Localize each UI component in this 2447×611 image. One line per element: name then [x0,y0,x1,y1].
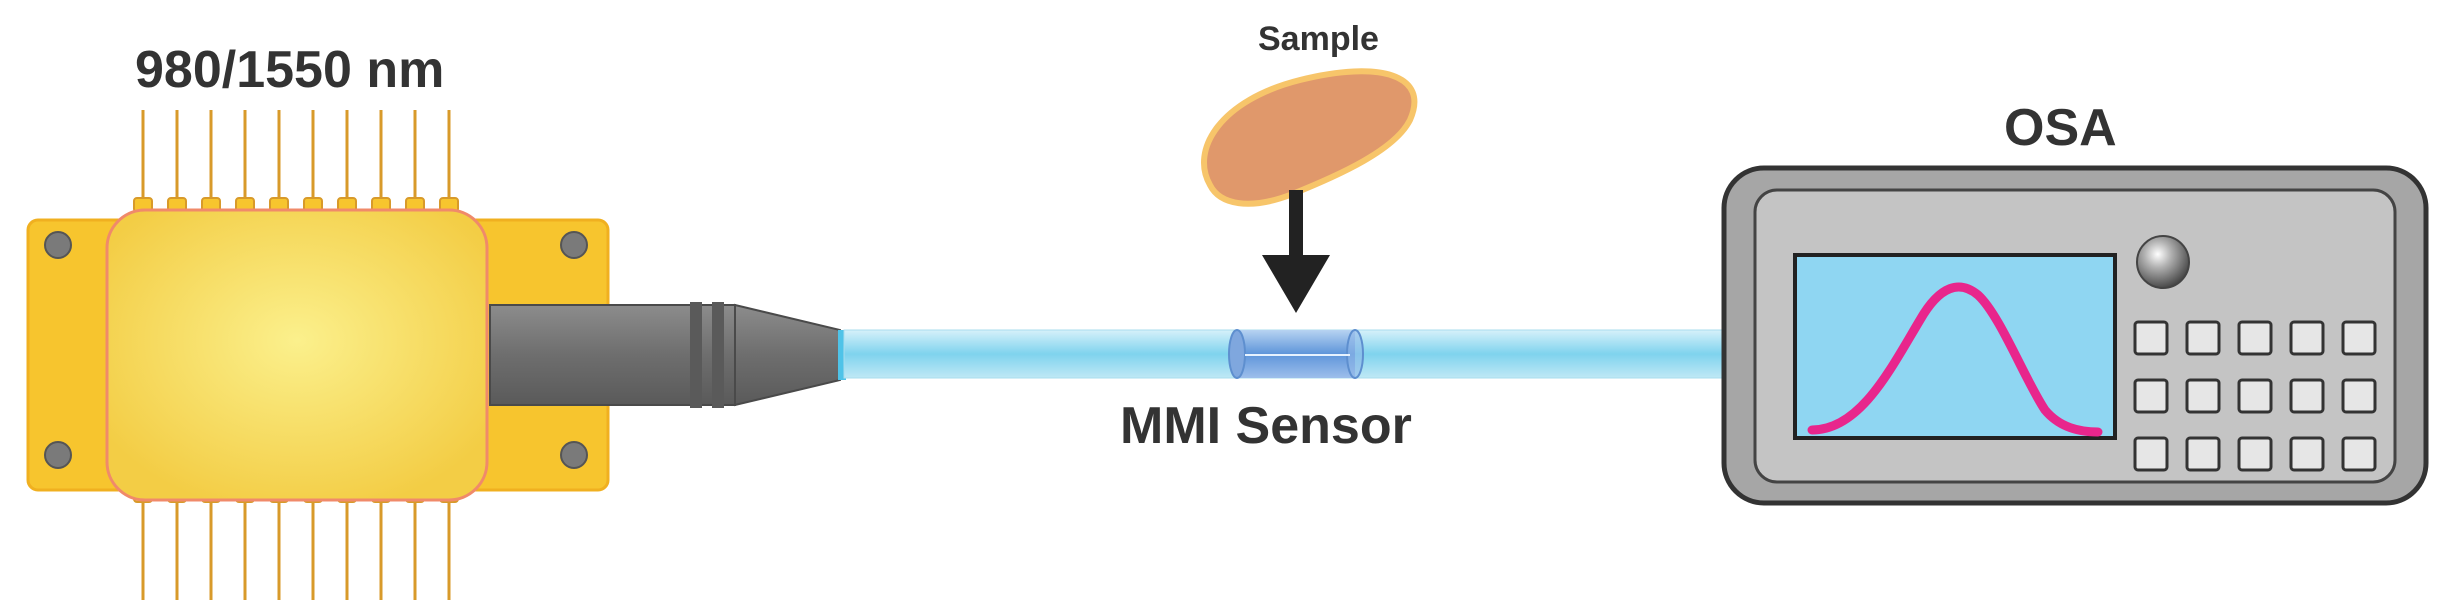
laser-pin [405,487,425,600]
sample-blob-icon [1201,68,1418,207]
osa-key [2185,378,2221,414]
osa-key [2133,378,2169,414]
osa-key [2133,436,2169,472]
osa-key [2133,320,2169,356]
laser-pin [337,110,357,213]
laser-pin [303,487,323,600]
osa-key [2289,378,2325,414]
mounting-hole [560,231,588,259]
osa-key [2341,320,2377,356]
osa-screen [1793,253,2117,440]
optical-spectrum-analyzer-icon [1721,165,2429,506]
laser-pins-top [133,110,459,213]
osa-key [2289,320,2325,356]
laser-pin [201,487,221,600]
sample-label: Sample [1258,20,1379,58]
laser-pin [133,487,153,600]
mounting-hole [44,231,72,259]
osa-key [2185,436,2221,472]
butterfly-laser-icon [26,110,610,600]
laser-pin [235,110,255,213]
mmi-sensor-section [1228,329,1364,379]
laser-pin [337,487,357,600]
mounting-hole [560,441,588,469]
osa-keypad [2133,320,2377,472]
osa-key [2185,320,2221,356]
source-wavelength-label: 980/1550 nm [135,41,444,99]
laser-pins-bottom [133,487,459,600]
laser-pin [133,110,153,213]
sensor-label: MMI Sensor [1120,397,1412,455]
laser-pin [235,487,255,600]
laser-window [105,208,489,502]
osa-key [2341,378,2377,414]
osa-key [2289,436,2325,472]
spectrum-curve [1807,282,2103,437]
laser-pin [371,487,391,600]
osa-key [2237,320,2273,356]
mounting-hole [44,441,72,469]
osa-label: OSA [2004,99,2117,157]
laser-pin [167,110,187,213]
laser-pin [303,110,323,213]
osa-key [2341,436,2377,472]
laser-pin [269,110,289,213]
laser-pin [201,110,221,213]
osa-key [2237,378,2273,414]
laser-pin [371,110,391,213]
fiber-connector [489,302,846,408]
laser-pin [405,110,425,213]
laser-pin [167,487,187,600]
laser-pin [439,110,459,213]
osa-key [2237,436,2273,472]
osa-knob [2136,235,2190,289]
down-arrow-icon [1262,190,1330,313]
laser-pin [439,487,459,600]
laser-pin [269,487,289,600]
